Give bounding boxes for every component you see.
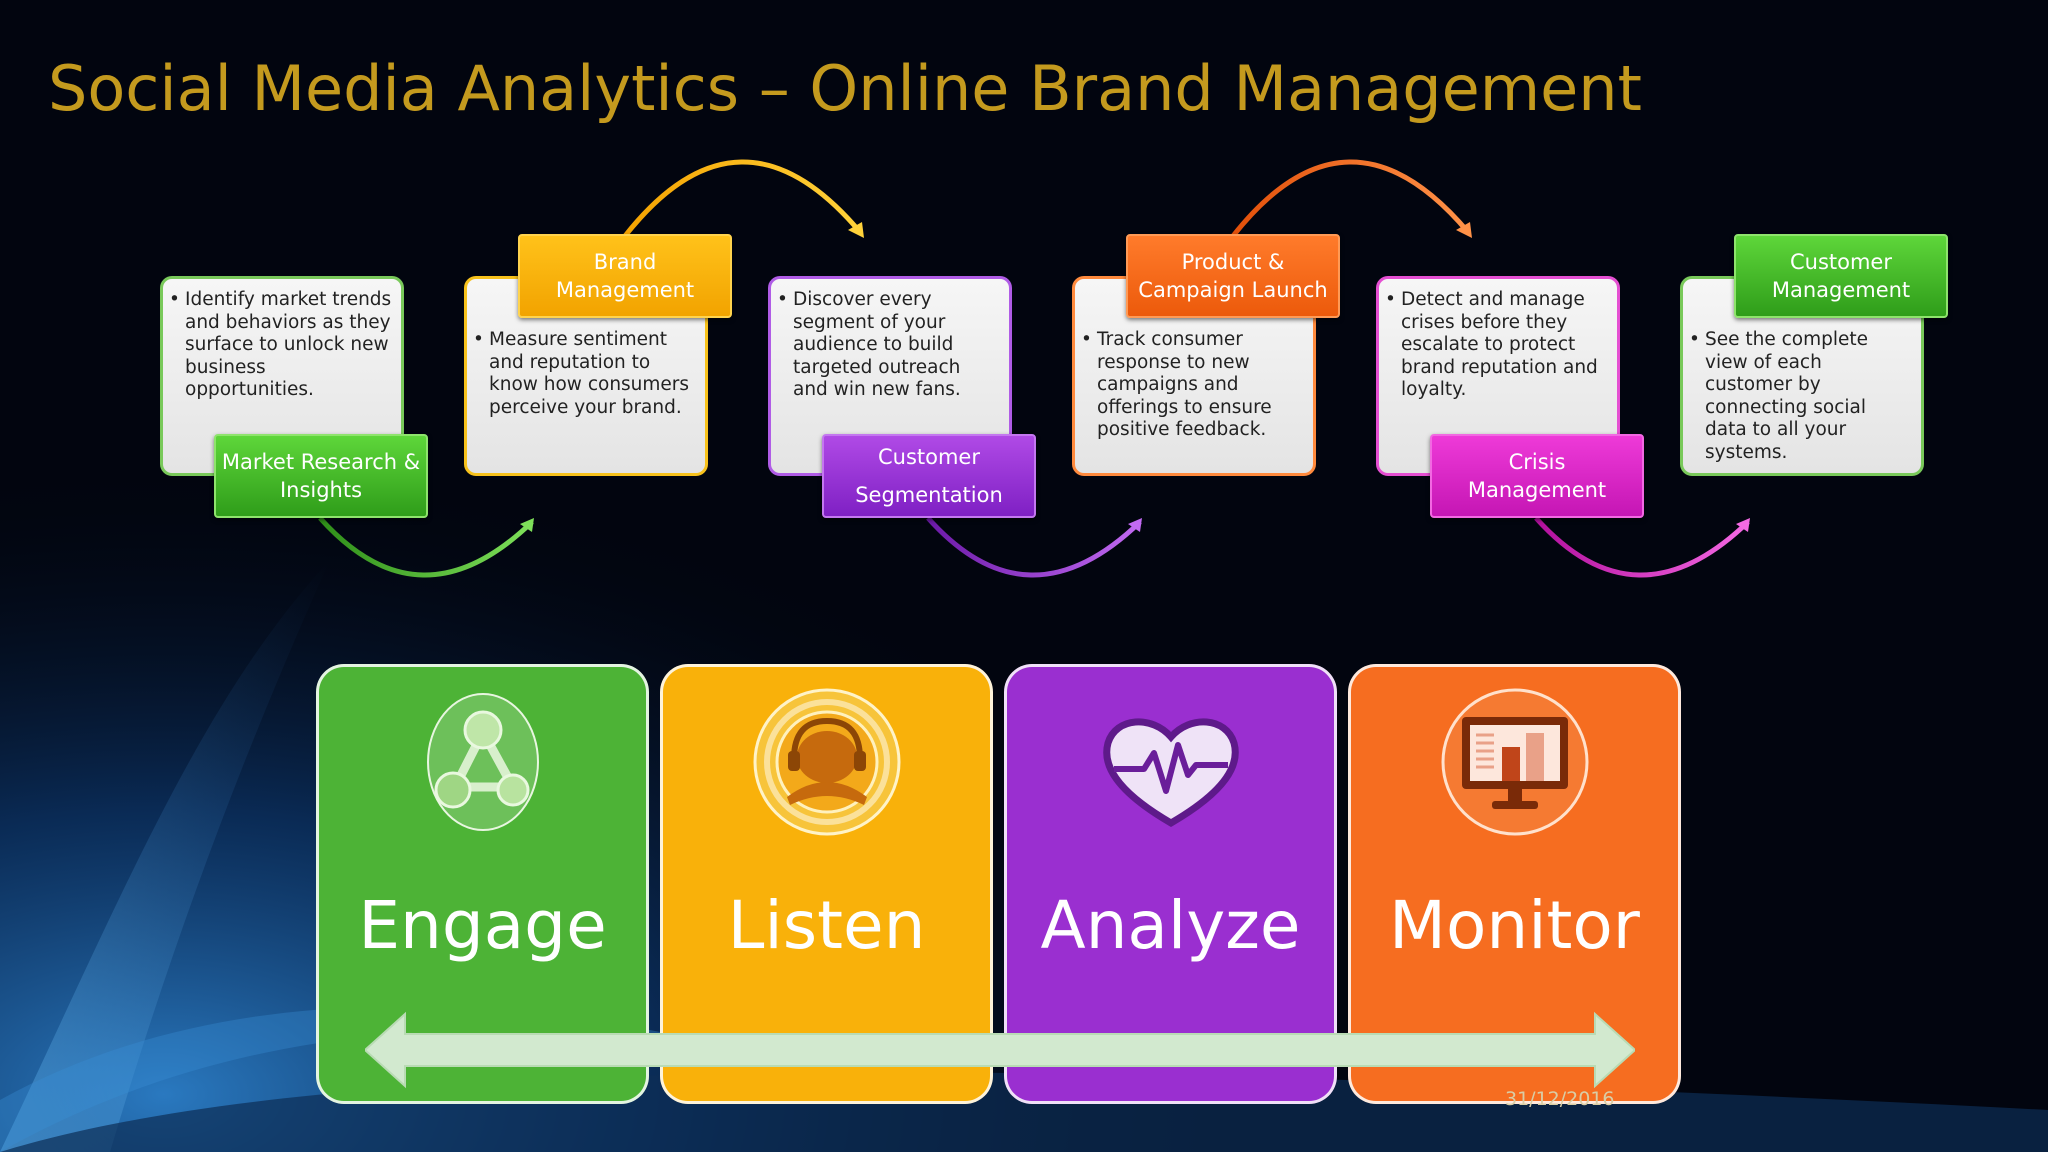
bullet: • (473, 329, 484, 350)
stage-label-line: Segmentation (855, 483, 1003, 507)
bullet: • (1081, 329, 1092, 350)
slide-title: Social Media Analytics – Online Brand Ma… (48, 52, 1642, 125)
stage-label-line: Customer (877, 445, 980, 469)
bullet: • (1689, 329, 1700, 350)
stage-label: Customer Segmentation (822, 434, 1036, 518)
bullet: • (169, 289, 180, 310)
column-word: Listen (727, 887, 926, 964)
stage-text: Discover every segment of your audience … (793, 289, 961, 400)
monitor-chart-icon (1441, 688, 1588, 836)
stage-label: Market Research & Insights (214, 434, 428, 518)
column-analyze: Analyze (1004, 664, 1337, 1104)
stage-label-line: Crisis (1508, 450, 1566, 474)
network-icon (426, 693, 539, 831)
stage-label-line: Management (1771, 278, 1911, 302)
stage-description: • See the complete view of each customer… (1680, 276, 1924, 476)
column-word: Analyze (1040, 887, 1301, 964)
stage-label-line: Market Research & (221, 450, 421, 474)
column-engage: Engage (316, 664, 649, 1104)
stage-label-line: Management (555, 278, 695, 302)
column-word: Engage (358, 887, 607, 964)
stage-text: Track consumer response to new campaigns… (1097, 329, 1272, 440)
date-footer: 31/12/2016 (1505, 1088, 1615, 1110)
headset-person-icon (753, 688, 900, 836)
stage-label-line: Management (1467, 478, 1607, 502)
stage-label-line: Insights (279, 478, 363, 502)
stage-text: Detect and manage crises before they esc… (1401, 289, 1598, 400)
column-monitor: Monitor (1348, 664, 1681, 1104)
stage-text: Identify market trends and behaviors as … (185, 289, 392, 400)
stage-description: • Track consumer response to new campaig… (1072, 276, 1316, 476)
stage-text: Measure sentiment and reputation to know… (489, 329, 690, 418)
column-listen: Listen (660, 664, 993, 1104)
stage-label: Brand Management (518, 234, 732, 318)
stage-label: Crisis Management (1430, 434, 1644, 518)
stage-label-line: Campaign Launch (1138, 278, 1328, 302)
stage-text: See the complete view of each customer b… (1705, 329, 1869, 463)
stage-label: Customer Management (1734, 234, 1948, 318)
column-word: Monitor (1389, 887, 1640, 964)
double-arrow (365, 1011, 1635, 1089)
stage-label-line: Brand (593, 250, 657, 274)
stage-label-line: Product & (1181, 250, 1285, 274)
bullet: • (777, 289, 788, 310)
stage-label: Product & Campaign Launch (1126, 234, 1340, 318)
bullet: • (1385, 289, 1396, 310)
stage-label-line: Customer (1789, 250, 1892, 274)
heartbeat-icon (1102, 718, 1239, 828)
